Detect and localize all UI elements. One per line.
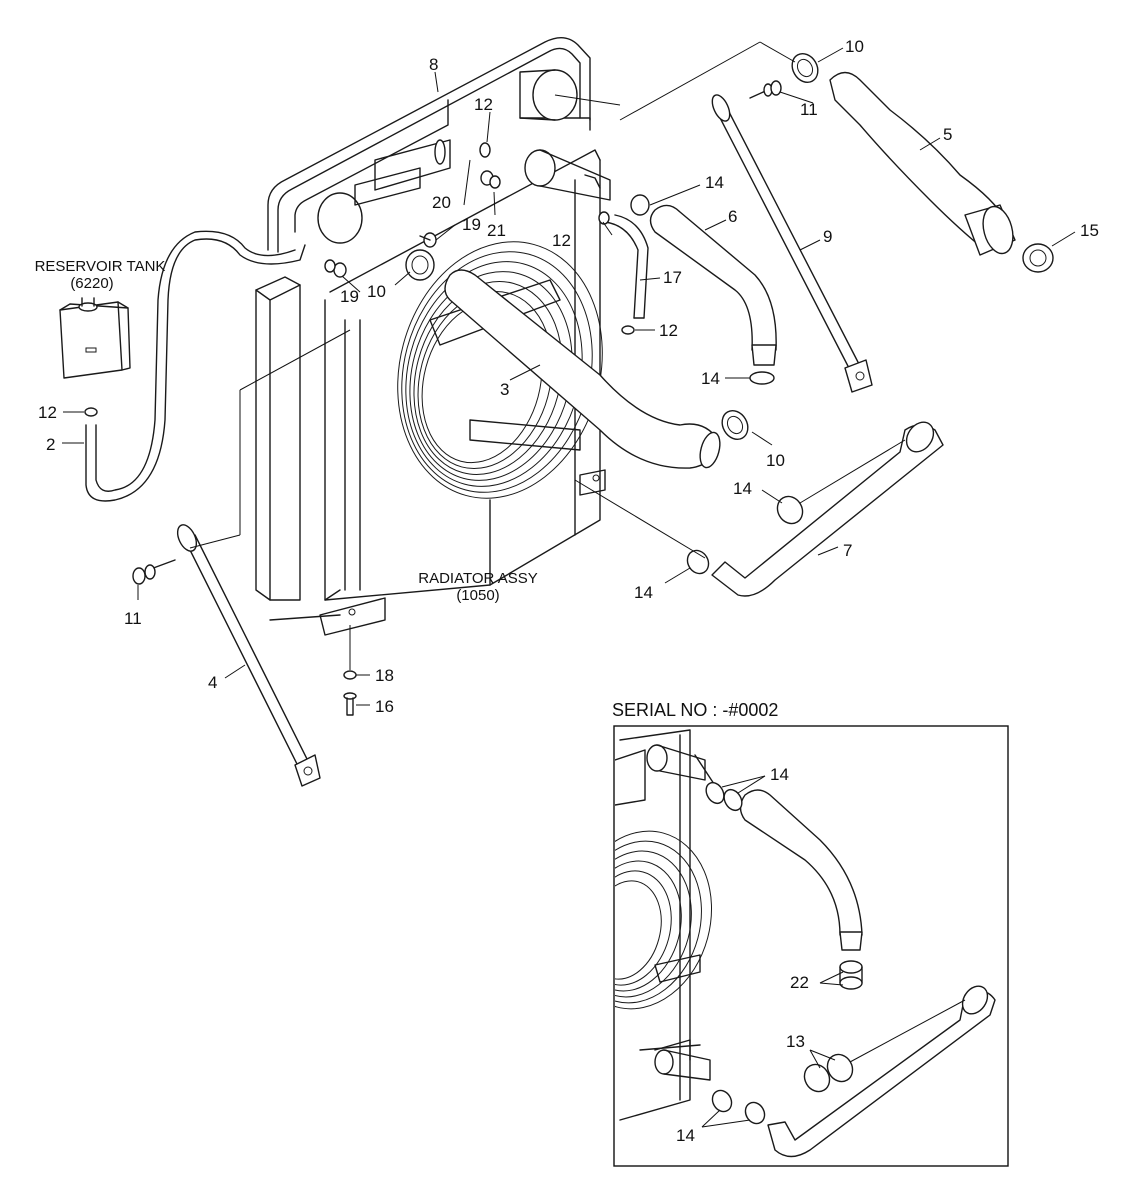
callout-21: 21	[487, 221, 506, 240]
radiator-assy-code: (1050)	[456, 587, 499, 604]
reservoir-tank	[59, 297, 131, 379]
callout-12-a: 12	[474, 95, 493, 114]
serial-no-label: SERIAL NO : -#0002	[612, 700, 778, 720]
callout-6: 6	[728, 207, 737, 226]
callout-4: 4	[208, 673, 217, 692]
serial-inset: 14 22 13 14	[613, 725, 1009, 1167]
callout-5: 5	[943, 125, 952, 144]
hose-17	[604, 214, 649, 319]
radiator-assy-label: RADIATOR ASSY	[418, 570, 537, 587]
callout-12-b: 12	[552, 231, 571, 250]
callout-14-b: 14	[701, 369, 720, 388]
bolt-19-b	[324, 259, 347, 278]
reservoir-tank-label: RESERVOIR TANK	[35, 258, 166, 275]
bolt-11-top	[749, 80, 782, 99]
callout-16: 16	[375, 697, 394, 716]
callout-2: 2	[46, 435, 55, 454]
callout-19-b: 19	[340, 287, 359, 306]
fittings	[84, 80, 782, 716]
clamp-10-right	[721, 409, 749, 441]
clamp-14-d	[686, 549, 710, 575]
clamp-10-left	[405, 249, 435, 281]
captions: RESERVOIR TANK (6220) RADIATOR ASSY (105…	[35, 258, 779, 720]
band-12-b	[598, 211, 610, 225]
band-12-a	[479, 142, 491, 158]
clamp-15	[1022, 243, 1054, 273]
callout-3: 3	[500, 380, 509, 399]
callout-17: 17	[663, 268, 682, 287]
callout-14-e: 14	[770, 765, 789, 784]
callout-20: 20	[432, 193, 451, 212]
callout-14-f: 14	[676, 1126, 695, 1145]
callout-10-left: 10	[367, 282, 386, 301]
callout-9: 9	[823, 227, 832, 246]
radiator-core	[255, 117, 606, 636]
callout-14-d: 14	[634, 583, 653, 602]
clamp-14-b	[749, 371, 775, 385]
callout-7: 7	[843, 541, 852, 560]
stay-rod-4	[176, 524, 321, 787]
shroud-frame	[267, 37, 591, 253]
stay-rod-9	[711, 94, 873, 393]
callout-22: 22	[790, 973, 809, 992]
callout-13: 13	[786, 1032, 805, 1051]
callout-15: 15	[1080, 221, 1099, 240]
callout-10-right: 10	[766, 451, 785, 470]
callout-numbers: 8 10 11 5 12 14 6 9 15 20 19 21 12 17 12…	[38, 37, 1099, 716]
callout-11-left: 11	[124, 609, 142, 628]
reservoir-tank-code: (6220)	[70, 275, 113, 292]
washer-18	[343, 670, 357, 680]
callout-14-a: 14	[705, 173, 724, 192]
hose-3	[444, 269, 721, 469]
hose-5	[829, 71, 1016, 256]
callout-14-c: 14	[733, 479, 752, 498]
callout-12-d: 12	[38, 403, 57, 422]
callout-18: 18	[375, 666, 394, 685]
bolt-20	[434, 139, 446, 165]
callout-8: 8	[429, 55, 438, 74]
clamp-22	[839, 960, 863, 990]
bolt-21	[480, 170, 501, 189]
hose-clamps	[405, 52, 1054, 575]
leader-lines	[62, 41, 1076, 706]
clamp-14-c	[776, 495, 804, 525]
hose-2	[85, 230, 306, 502]
bolt-11-left	[132, 559, 176, 585]
callout-10-top: 10	[845, 37, 864, 56]
clamp-10-top	[791, 52, 819, 84]
callout-11-top: 11	[800, 100, 818, 119]
bolt-19-a	[419, 232, 437, 248]
callout-19-a: 19	[462, 215, 481, 234]
band-12-d	[84, 407, 98, 417]
hose-7	[711, 421, 944, 597]
hose-6	[649, 204, 777, 366]
band-12-c	[621, 325, 635, 335]
clamp-14-a	[630, 194, 650, 216]
bolt-16	[343, 692, 357, 716]
callout-12-c: 12	[659, 321, 678, 340]
